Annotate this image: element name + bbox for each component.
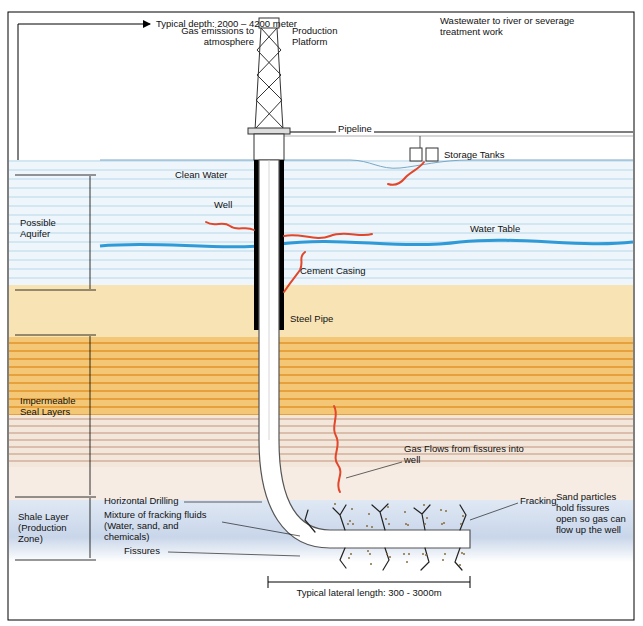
annotation-label: Typical lateral length: 300 - 3000m	[269, 588, 469, 599]
annotation-label: Impermeable Seal Layers	[20, 396, 86, 418]
annotation-label: Sand particles hold fissures open so gas…	[556, 492, 630, 536]
label-patch: Pipeline	[336, 123, 374, 134]
annotation-label: Wastewater to river or severage treatmen…	[440, 16, 590, 38]
annotation-label: Pipeline	[330, 124, 380, 135]
annotation-label: Gas emissions to atmosphere	[180, 26, 254, 48]
annotation-label: Gas Flows from fissures into well	[404, 444, 524, 466]
annotation-label: Steel Pipe	[290, 314, 360, 325]
annotation-label: Shale Layer (Production Zone)	[18, 512, 88, 545]
annotation-label: Horizontal Drilling	[104, 496, 184, 507]
annotation-label: Cement Casing	[300, 266, 380, 277]
annotation-label: Mixture of fracking fluids (Water, sand,…	[104, 510, 222, 543]
annotation-label: Well	[214, 200, 244, 211]
annotation-label: Possible Aquifer	[20, 218, 86, 240]
annotation-label: Fissures	[124, 546, 168, 557]
annotation-label: Clean Water	[175, 170, 245, 181]
annotation-label: Storage Tanks	[444, 150, 514, 161]
annotation-label: Production Platform	[292, 26, 362, 48]
annotation-label: Water Table	[470, 224, 540, 235]
